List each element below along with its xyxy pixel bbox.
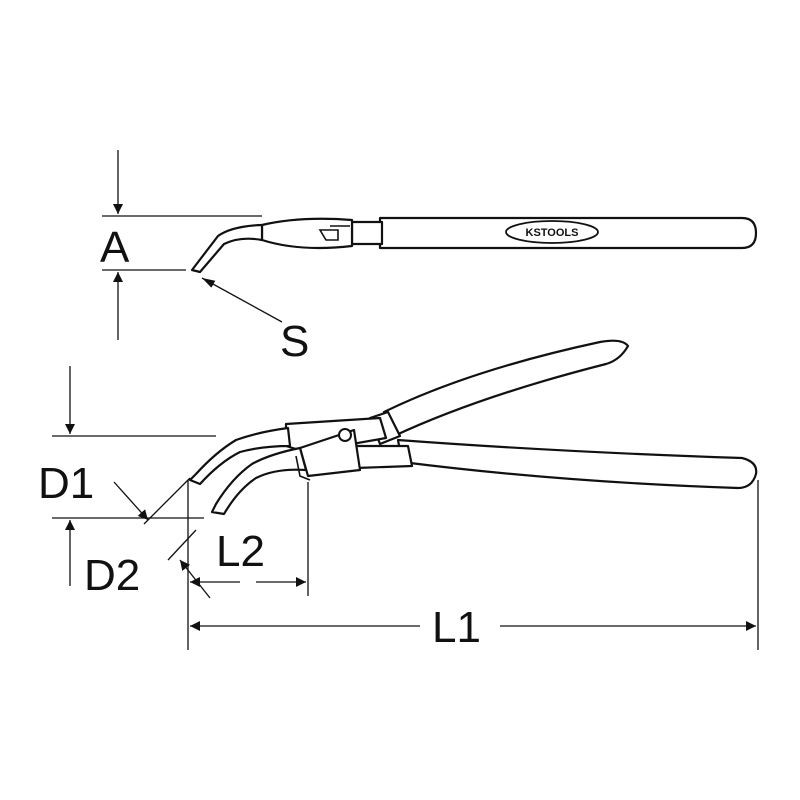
upper-handle — [382, 339, 630, 438]
pivot-rivet — [338, 428, 352, 442]
label-d2: D2 — [84, 551, 140, 600]
side-bent-tip — [190, 223, 264, 274]
d2-extension-1 — [143, 477, 191, 525]
upper-jaw — [188, 426, 292, 486]
label-s: S — [280, 317, 309, 366]
d2-arrow-out — [179, 559, 211, 599]
logo-text: KSTOOLS — [526, 227, 579, 239]
pliers-top-view: D1 D2 L2 L1 — [38, 339, 759, 652]
ks-tools-logo: KSTOOLS — [505, 220, 599, 244]
d2-extension-2 — [167, 529, 197, 561]
label-a: A — [100, 223, 130, 272]
lower-jaw — [210, 446, 308, 516]
label-l1: L1 — [432, 603, 481, 652]
side-neck — [350, 220, 384, 246]
d2-arrow-in — [113, 481, 149, 521]
pliers-side-view: KSTOOLS A S — [100, 150, 758, 366]
lower-sleeve — [354, 444, 414, 470]
s-pointer-arrow — [201, 277, 283, 323]
label-d1: D1 — [38, 459, 94, 508]
lower-handle — [396, 438, 758, 490]
label-l2: L2 — [216, 527, 265, 576]
